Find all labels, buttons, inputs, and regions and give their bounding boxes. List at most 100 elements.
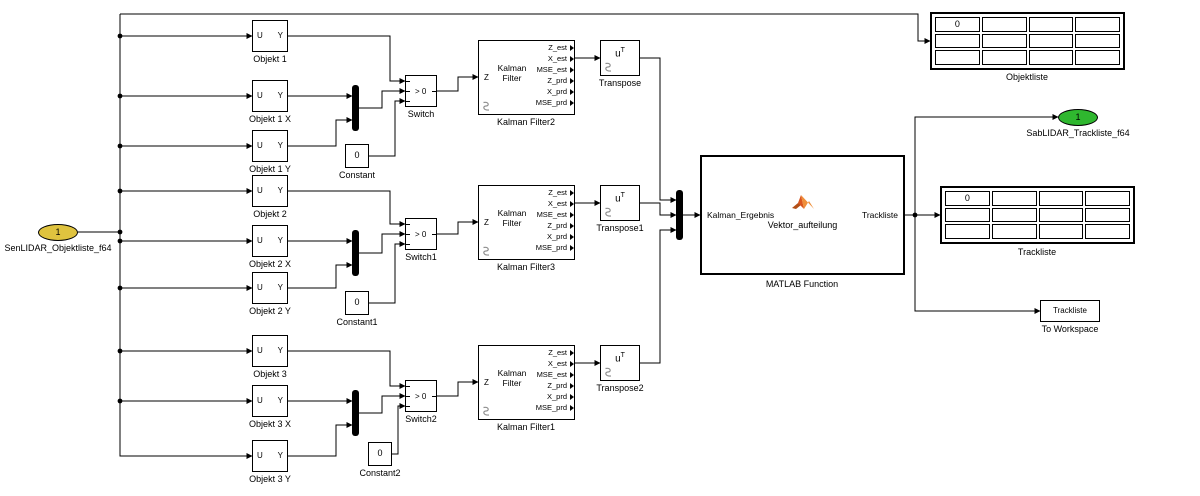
to-workspace-label: To Workspace: [1041, 324, 1099, 334]
kalman-out-port-label: X_prd: [546, 87, 567, 96]
transpose2-block[interactable]: uT: [600, 345, 640, 381]
kalman-out-port-label: Z_est: [548, 43, 567, 52]
display-cell: [1085, 207, 1130, 223]
in-port-label: U: [257, 91, 263, 100]
branch-dot: [117, 398, 123, 404]
wire[interactable]: [359, 88, 406, 109]
wire[interactable]: [369, 98, 406, 157]
kalman-out-port-label: MSE_prd: [535, 243, 567, 252]
switch1-block[interactable]: > 0: [405, 218, 437, 250]
output-port-tick: [432, 234, 436, 235]
library-link-icon: [605, 367, 612, 377]
output-port-arrow: [570, 383, 574, 389]
branch-dot: [117, 188, 123, 194]
kalman-filter3-block[interactable]: Z Kalman Filter Z_est X_est MSE_est Z_pr…: [478, 185, 575, 260]
wire[interactable]: [640, 227, 677, 364]
wire[interactable]: [914, 215, 1041, 314]
kalman-out-port-label: MSE_prd: [535, 403, 567, 412]
selector-objekt-2y-label: Objekt 2 Y: [249, 306, 291, 316]
objektliste-display-block[interactable]: 0: [930, 12, 1125, 70]
selector-objekt-3-label: Objekt 3: [253, 369, 287, 379]
output-port-arrow: [570, 45, 574, 51]
kalman-filter1-block[interactable]: Z Kalman Filter Z_est X_est MSE_est Z_pr…: [478, 345, 575, 420]
outport-block[interactable]: 1: [1058, 109, 1098, 126]
output-port-arrow: [570, 361, 574, 367]
kalman-filter2-block[interactable]: Z Kalman Filter Z_est X_est MSE_est Z_pr…: [478, 40, 575, 115]
transpose-block[interactable]: uT: [600, 40, 640, 76]
kalman-out-port-label: X_est: [547, 199, 567, 208]
input-port-tick: [406, 396, 410, 397]
library-link-icon: [483, 101, 490, 111]
output-port-arrow: [570, 372, 574, 378]
output-port-arrow: [570, 100, 574, 106]
display-cell: [945, 207, 990, 223]
switch-block[interactable]: > 0: [405, 75, 437, 107]
constant-block[interactable]: 0: [345, 144, 369, 168]
transpose1-block[interactable]: uT: [600, 185, 640, 221]
transpose1-label: Transpose1: [596, 223, 644, 233]
kalman-out-port-label: Z_prd: [547, 381, 567, 390]
trackliste-display-block[interactable]: 0: [940, 186, 1135, 244]
wire[interactable]: [288, 117, 353, 147]
display-cell: [1075, 33, 1120, 49]
wire[interactable]: [640, 57, 677, 203]
mux4-block[interactable]: [676, 190, 683, 240]
mux3-block[interactable]: [352, 390, 359, 436]
display-cell: [935, 33, 980, 49]
inport-block[interactable]: 1: [38, 224, 78, 241]
in-port-label: U: [257, 186, 263, 195]
objektliste-display-label: Objektliste: [1005, 72, 1049, 82]
to-workspace-text: Trackliste: [1053, 306, 1087, 315]
wire[interactable]: [359, 393, 406, 414]
wire[interactable]: [288, 350, 406, 389]
wire[interactable]: [120, 13, 931, 44]
wire[interactable]: [288, 262, 353, 289]
wire[interactable]: [437, 219, 479, 235]
wire[interactable]: [288, 190, 406, 227]
wire[interactable]: [437, 379, 479, 397]
constant1-block[interactable]: 0: [345, 291, 369, 315]
display-cell: 0: [935, 17, 980, 32]
matlab-function-block[interactable]: Kalman_Ergebnis Trackliste Vektor_auftei…: [700, 155, 905, 275]
to-workspace-block[interactable]: Trackliste: [1040, 300, 1100, 322]
kalman-out-port-label: Z_est: [548, 348, 567, 357]
library-link-icon: [483, 246, 490, 256]
display-cell: [991, 224, 1037, 239]
wire[interactable]: [369, 241, 406, 304]
display-cell: [1085, 191, 1130, 206]
wire[interactable]: [359, 231, 406, 254]
input-port-tick: [406, 386, 410, 387]
wire[interactable]: [914, 114, 1059, 215]
out-port-label: Y: [277, 186, 283, 195]
wire[interactable]: [437, 74, 479, 92]
output-port-arrow: [570, 78, 574, 84]
out-port-label: Y: [277, 451, 283, 460]
output-port-arrow: [570, 350, 574, 356]
output-port-arrow: [570, 245, 574, 251]
display-cell: [1028, 33, 1074, 49]
branch-dot: [117, 229, 123, 235]
kalman-out-port-label: Z_est: [548, 188, 567, 197]
switch2-block[interactable]: > 0: [405, 380, 437, 412]
mux2-block[interactable]: [352, 230, 359, 276]
wire[interactable]: [640, 202, 677, 218]
constant2-block[interactable]: 0: [368, 442, 392, 466]
kalman-out-port-label: X_est: [547, 54, 567, 63]
wire[interactable]: [288, 35, 406, 84]
wire[interactable]: [119, 14, 253, 459]
mux1-block[interactable]: [352, 85, 359, 131]
out-port-label: Y: [277, 283, 283, 292]
display-cell: [981, 50, 1027, 65]
wire[interactable]: [392, 403, 406, 455]
wire[interactable]: [288, 422, 353, 457]
